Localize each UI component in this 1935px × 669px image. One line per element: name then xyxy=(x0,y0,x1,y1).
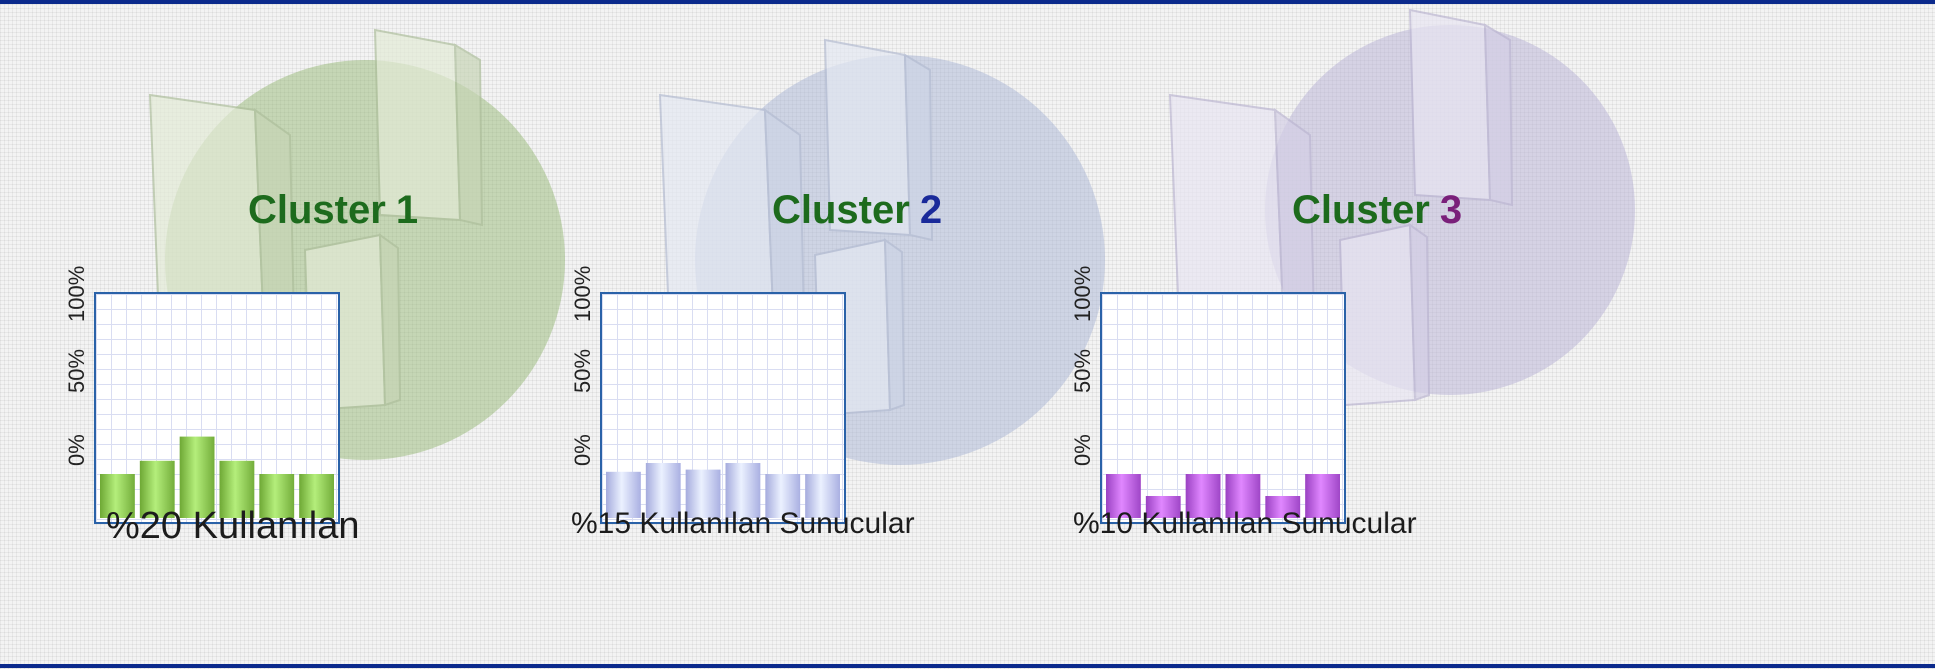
cluster-title-word: Cluster xyxy=(248,188,386,232)
usage-bar-chart xyxy=(1100,292,1346,524)
bar xyxy=(685,469,721,518)
bar xyxy=(1265,496,1301,518)
bar xyxy=(100,474,135,518)
bar xyxy=(645,463,681,518)
y-tick-label: 100% xyxy=(64,265,89,322)
y-tick-label: 50% xyxy=(570,348,595,393)
usage-caption: %20 Kullanılan xyxy=(106,505,360,547)
y-tick-label: 100% xyxy=(570,265,595,322)
cluster-title-word: Cluster xyxy=(772,188,910,232)
cluster-title-number: 1 xyxy=(395,188,419,232)
y-tick-label: 0% xyxy=(64,434,89,466)
usage-caption: %10 Kullanılan Sunucular xyxy=(1073,507,1417,540)
cluster-title-number: 2 xyxy=(919,188,943,232)
y-tick-label: 0% xyxy=(570,434,595,466)
bar xyxy=(1305,474,1340,518)
usage-bar-chart xyxy=(94,292,340,524)
bar xyxy=(179,436,215,518)
y-tick-label: 0% xyxy=(1070,434,1095,466)
y-tick-label: 50% xyxy=(64,348,89,393)
y-tick-label: 50% xyxy=(1070,348,1095,393)
bar xyxy=(139,460,175,518)
bottom-rule xyxy=(0,664,1935,668)
usage-caption: %15 Kullanılan Sunucular xyxy=(571,507,915,540)
bar xyxy=(1106,474,1141,518)
bar xyxy=(1225,474,1261,518)
bar xyxy=(299,474,334,518)
bar xyxy=(219,460,255,518)
top-rule xyxy=(0,0,1935,4)
usage-bar-chart-svg xyxy=(606,463,840,518)
bar xyxy=(805,474,840,518)
cluster-title-word: Cluster xyxy=(1292,188,1430,232)
bar xyxy=(765,474,801,518)
y-tick-label: 100% xyxy=(1070,265,1095,322)
usage-bar-chart-svg xyxy=(100,436,334,518)
bar xyxy=(1185,474,1221,518)
bar xyxy=(259,474,295,518)
usage-bar-chart-svg xyxy=(1106,474,1340,518)
bar xyxy=(606,471,641,518)
cluster-title-number: 3 xyxy=(1439,188,1463,232)
bar xyxy=(1145,496,1181,518)
usage-bar-chart xyxy=(600,292,846,524)
bar xyxy=(725,463,761,518)
